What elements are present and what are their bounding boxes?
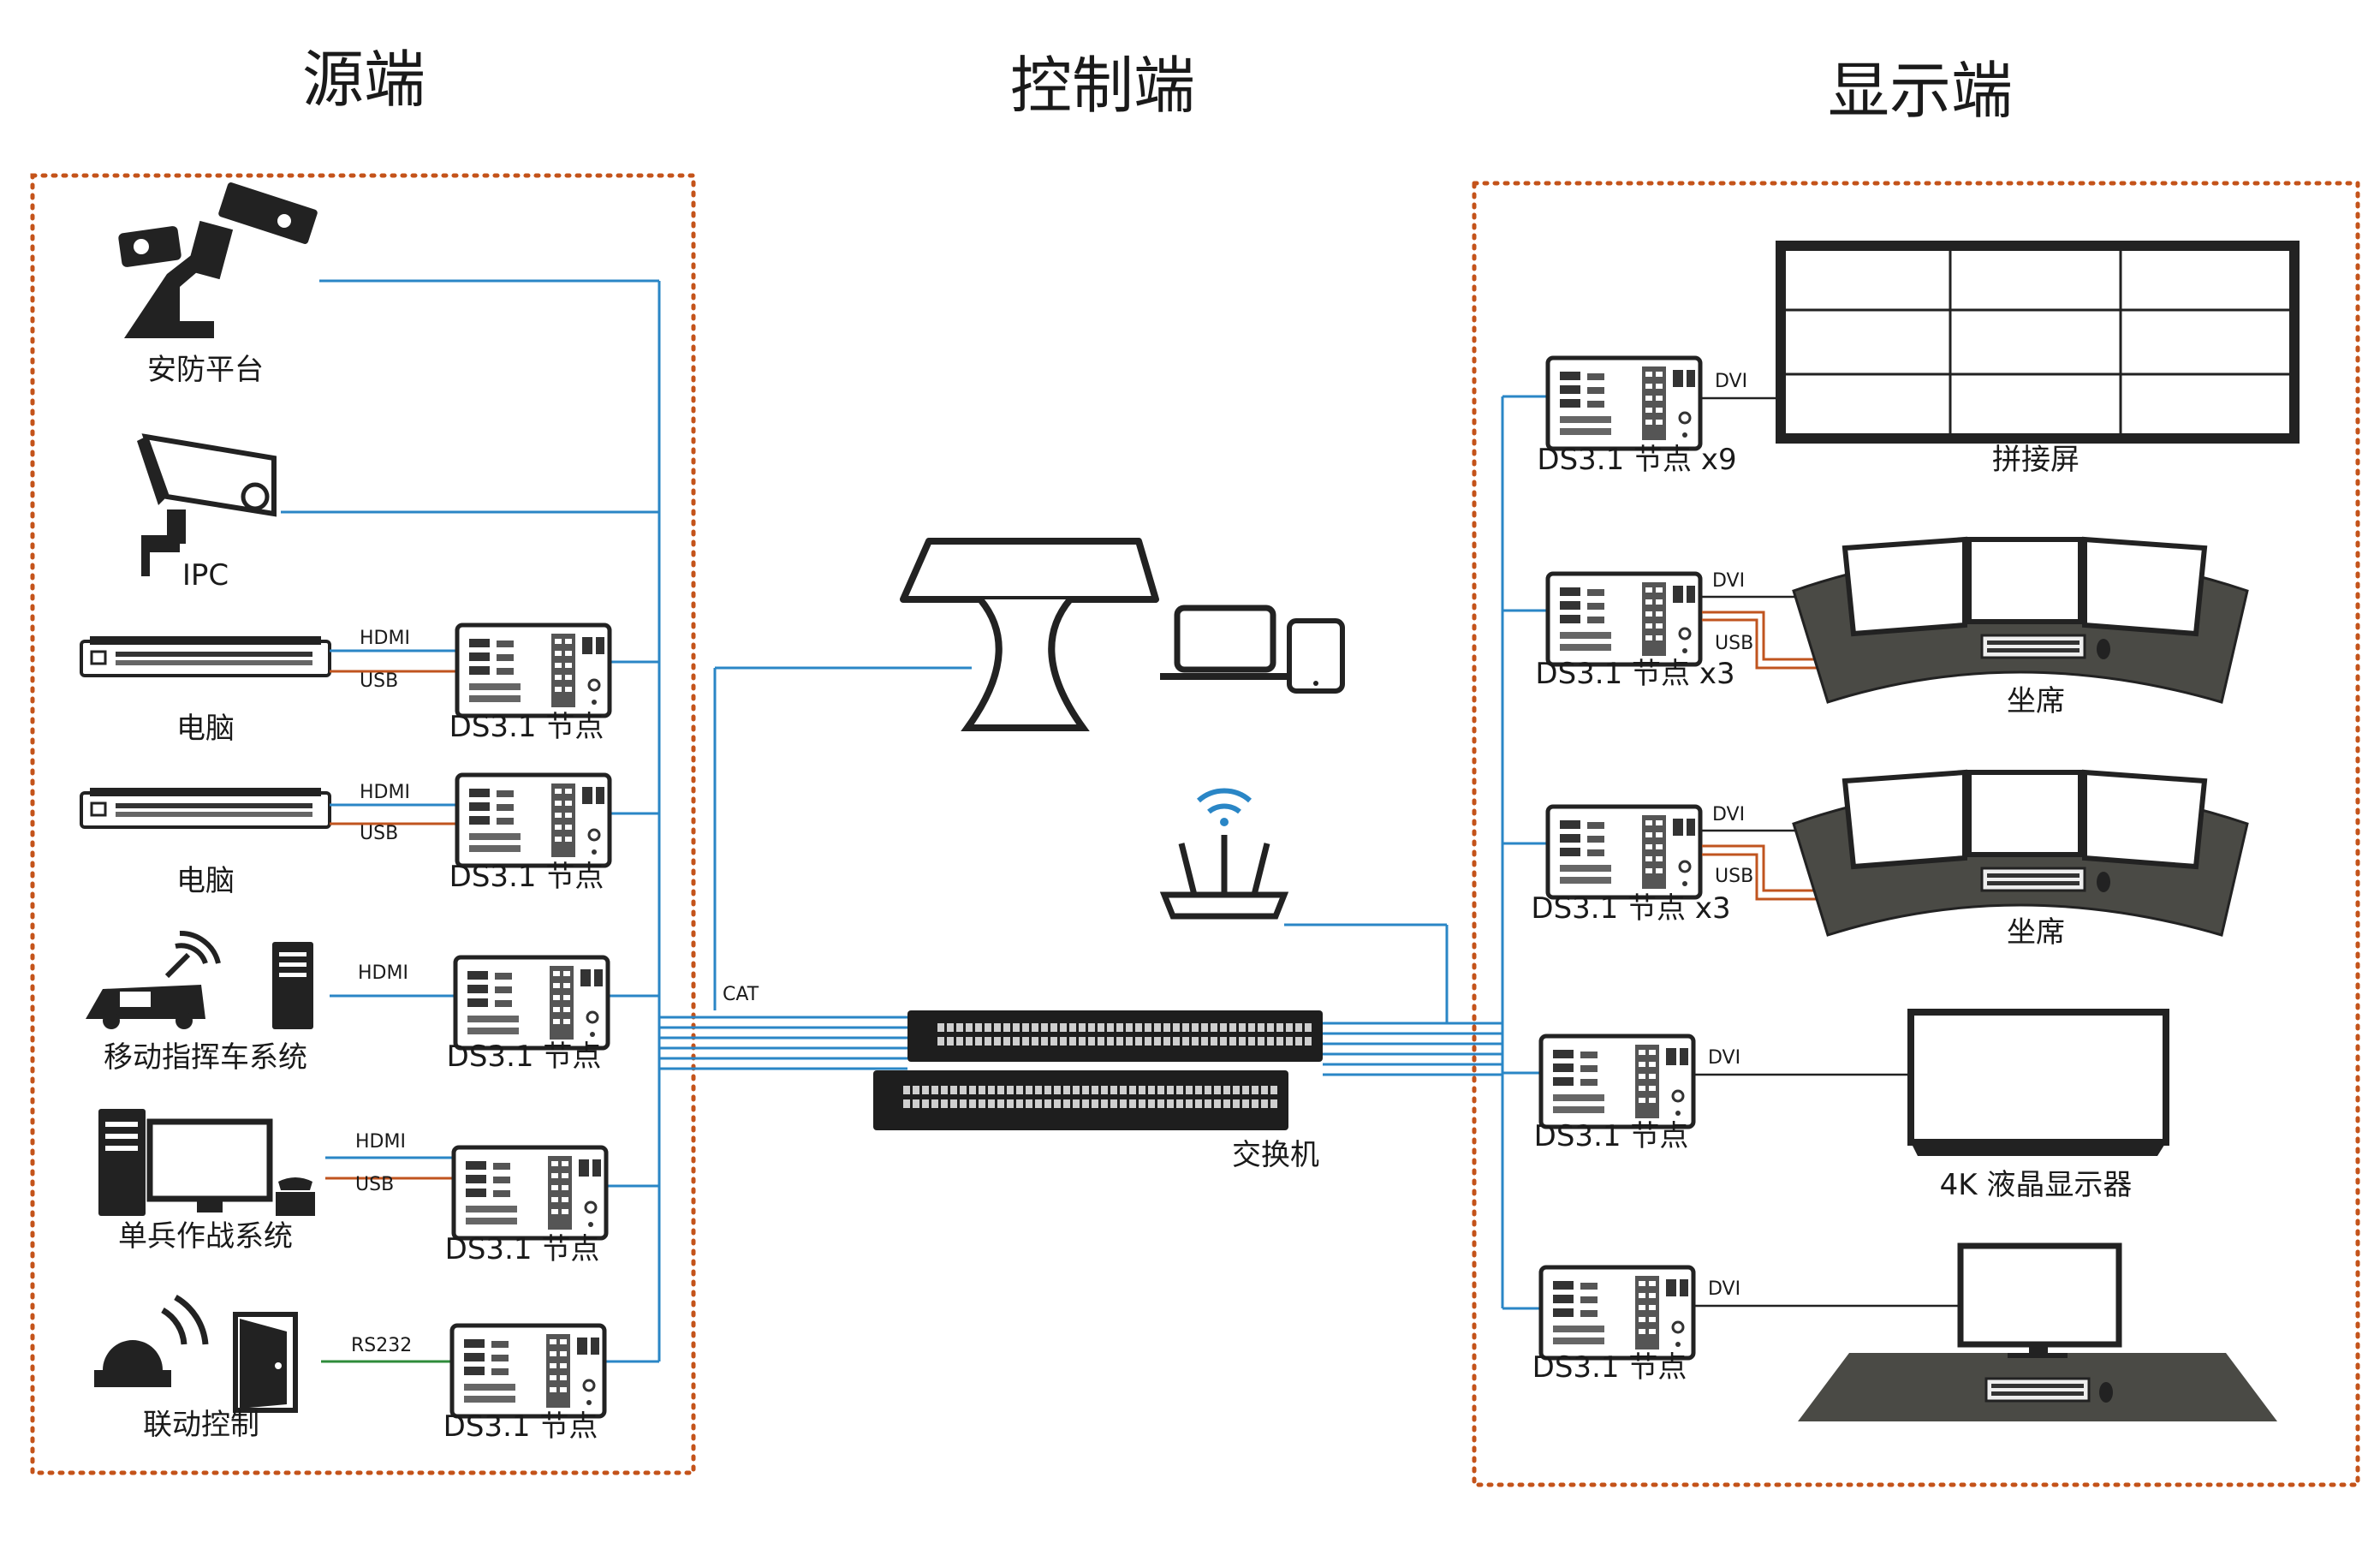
alarm-door-icon — [94, 1294, 298, 1413]
port-label: DVI — [1712, 570, 1745, 592]
port-label: DVI — [1712, 804, 1745, 825]
port-label: USB — [360, 823, 398, 844]
kvm-node-icon — [1548, 358, 1700, 449]
kvm-node-icon — [454, 1147, 606, 1238]
kvm-node-label: DS3.1 节点 x9 — [1537, 443, 1736, 477]
workstation-icon — [98, 1109, 315, 1216]
port-label: USB — [355, 1174, 394, 1195]
laptop-icon — [1160, 605, 1288, 680]
kvm-node-label: DS3.1 节点 — [449, 710, 604, 744]
source-device-label: IPC — [182, 558, 229, 593]
port-label: DVI — [1708, 1047, 1740, 1069]
port-label: RS232 — [351, 1335, 412, 1356]
source-section-title: 源端 — [302, 44, 425, 116]
video-wall-icon — [1776, 241, 2300, 444]
kvm-node-label: DS3.1 节点 — [447, 1040, 602, 1074]
display-device-label: 拼接屏 — [1992, 443, 2080, 477]
kvm-node-icon — [452, 1326, 604, 1416]
source-network-lines — [281, 279, 972, 1363]
operator-console-icon — [1794, 772, 2247, 935]
kvm-node-icon — [1548, 574, 1700, 664]
port-label: HDMI — [355, 1131, 406, 1153]
rack-server-icon — [80, 786, 331, 829]
kvm-node-icon — [1541, 1036, 1693, 1127]
kvm-node-icon — [1541, 1267, 1693, 1358]
port-label: HDMI — [360, 782, 410, 803]
kvm-node-label: DS3.1 节点 — [1532, 1350, 1687, 1385]
tablet-icon — [1287, 618, 1345, 694]
port-label: DVI — [1708, 1278, 1740, 1300]
kvm-node-label: DS3.1 节点 — [449, 860, 604, 894]
kvm-node-icon — [455, 957, 608, 1048]
display-device-label: 4K 液晶显示器 — [1940, 1168, 2133, 1202]
control-section-title: 控制端 — [1010, 50, 1195, 122]
control-desk-icon — [900, 538, 1159, 731]
source-device-label: 联动控制 — [143, 1408, 259, 1442]
source-device-label: 移动指挥车系统 — [104, 1040, 307, 1075]
cat-label: CAT — [723, 984, 759, 1005]
network-switch-icon — [873, 1010, 1323, 1130]
display-device-label: 坐席 — [2007, 915, 2065, 950]
4k-monitor-icon — [1907, 1009, 2169, 1156]
port-label: USB — [1715, 866, 1753, 887]
wifi-router-icon — [1159, 788, 1289, 920]
kvm-node-icon — [457, 625, 610, 716]
port-label: DVI — [1715, 371, 1747, 392]
source-device-label: 电脑 — [176, 712, 235, 746]
port-label: HDMI — [360, 628, 410, 649]
kvm-node-label: DS3.1 节点 x3 — [1535, 657, 1734, 691]
port-label: USB — [1715, 633, 1753, 654]
port-label: HDMI — [358, 962, 408, 984]
display-frame — [1472, 181, 2360, 1487]
kvm-node-label: DS3.1 节点 — [445, 1232, 600, 1266]
display-network-lines — [1284, 395, 1548, 1310]
display-section-title: 显示端 — [1828, 55, 2013, 127]
rack-server-icon — [80, 635, 331, 677]
kvm-node-icon — [1548, 807, 1700, 897]
source-device-label: 安防平台 — [147, 353, 264, 387]
kvm-node-label: DS3.1 节点 — [1534, 1119, 1689, 1153]
source-frame — [30, 173, 696, 1475]
switch-label: 交换机 — [1232, 1138, 1319, 1172]
command-vehicle-icon — [86, 930, 313, 1029]
source-device-label: 单兵作战系统 — [118, 1219, 293, 1254]
source-device-label: 电脑 — [176, 864, 235, 898]
port-label: USB — [360, 670, 398, 692]
operator-console-icon — [1794, 539, 2247, 702]
display-device-label: 坐席 — [2007, 684, 2065, 718]
kvm-node-label: DS3.1 节点 — [443, 1409, 598, 1444]
surveillance-camera-platform-icon — [118, 182, 318, 338]
desk-monitor-icon — [1798, 1242, 2277, 1421]
ip-camera-icon — [137, 433, 277, 576]
kvm-node-label: DS3.1 节点 x3 — [1531, 891, 1730, 926]
kvm-node-icon — [457, 775, 610, 866]
